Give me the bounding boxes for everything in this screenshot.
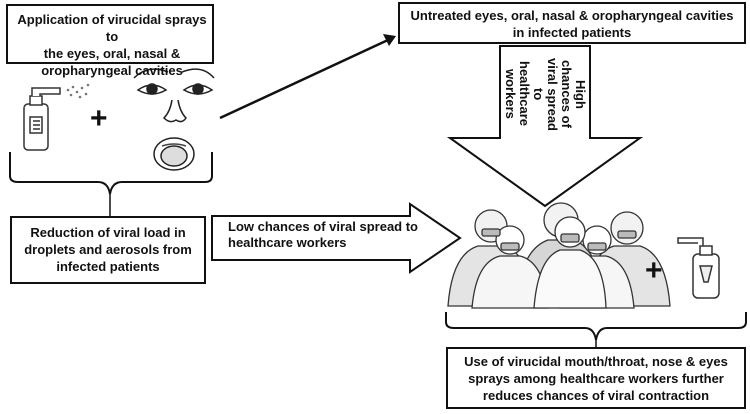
untreated-box: Untreated eyes, oral, nasal & oropharyng…	[398, 2, 746, 44]
use-line: sprays among healthcare workers further	[468, 371, 724, 386]
application-box: Application of virucidal sprays to the e…	[6, 4, 214, 78]
application-line: oropharyngeal cavities	[41, 63, 183, 78]
use-line: reduces chances of viral contraction	[482, 388, 710, 403]
use-box: Use of virucidal mouth/throat, nose & ey…	[446, 347, 746, 409]
reduction-box: Reduction of viral load in droplets and …	[10, 216, 206, 284]
application-line: the eyes, oral, nasal &	[43, 46, 181, 61]
reduction-line: infected patients	[56, 259, 160, 274]
high-chances-line: workers	[503, 69, 518, 119]
low-chances-label: Low chances of viral spread to healthcar…	[228, 219, 418, 251]
untreated-line: Untreated eyes, oral, nasal & oropharyng…	[410, 8, 734, 23]
face-icon	[133, 68, 215, 171]
reduction-line: Reduction of viral load in	[30, 225, 186, 240]
untreated-line: in infected patients	[512, 25, 632, 40]
low-chances-line: healthcare workers	[228, 235, 347, 250]
plus-sign-left: +	[90, 102, 108, 135]
down-block-arrow	[446, 45, 644, 208]
spray-mist-icon	[66, 83, 90, 99]
spray-bottle-right-icon	[677, 237, 720, 299]
arrow-to-untreated	[219, 34, 396, 120]
right-block-arrow	[211, 202, 462, 274]
spray-bottle-icon	[23, 87, 61, 151]
high-chances-line: viral spread to	[531, 57, 560, 131]
healthcare-workers-icon	[447, 202, 671, 309]
high-chances-line: High chances of	[559, 60, 588, 128]
plus-sign-right: +	[645, 254, 663, 287]
high-chances-label: High chances of viral spread to healthca…	[503, 52, 588, 136]
low-chances-line: Low chances of viral spread to	[228, 219, 418, 234]
reduction-line: droplets and aerosols from	[24, 242, 192, 257]
application-line: Application of virucidal sprays to	[17, 12, 207, 44]
high-chances-line: healthcare	[517, 61, 532, 127]
right-brace	[445, 312, 747, 341]
use-line: Use of virucidal mouth/throat, nose & ey…	[464, 354, 728, 369]
